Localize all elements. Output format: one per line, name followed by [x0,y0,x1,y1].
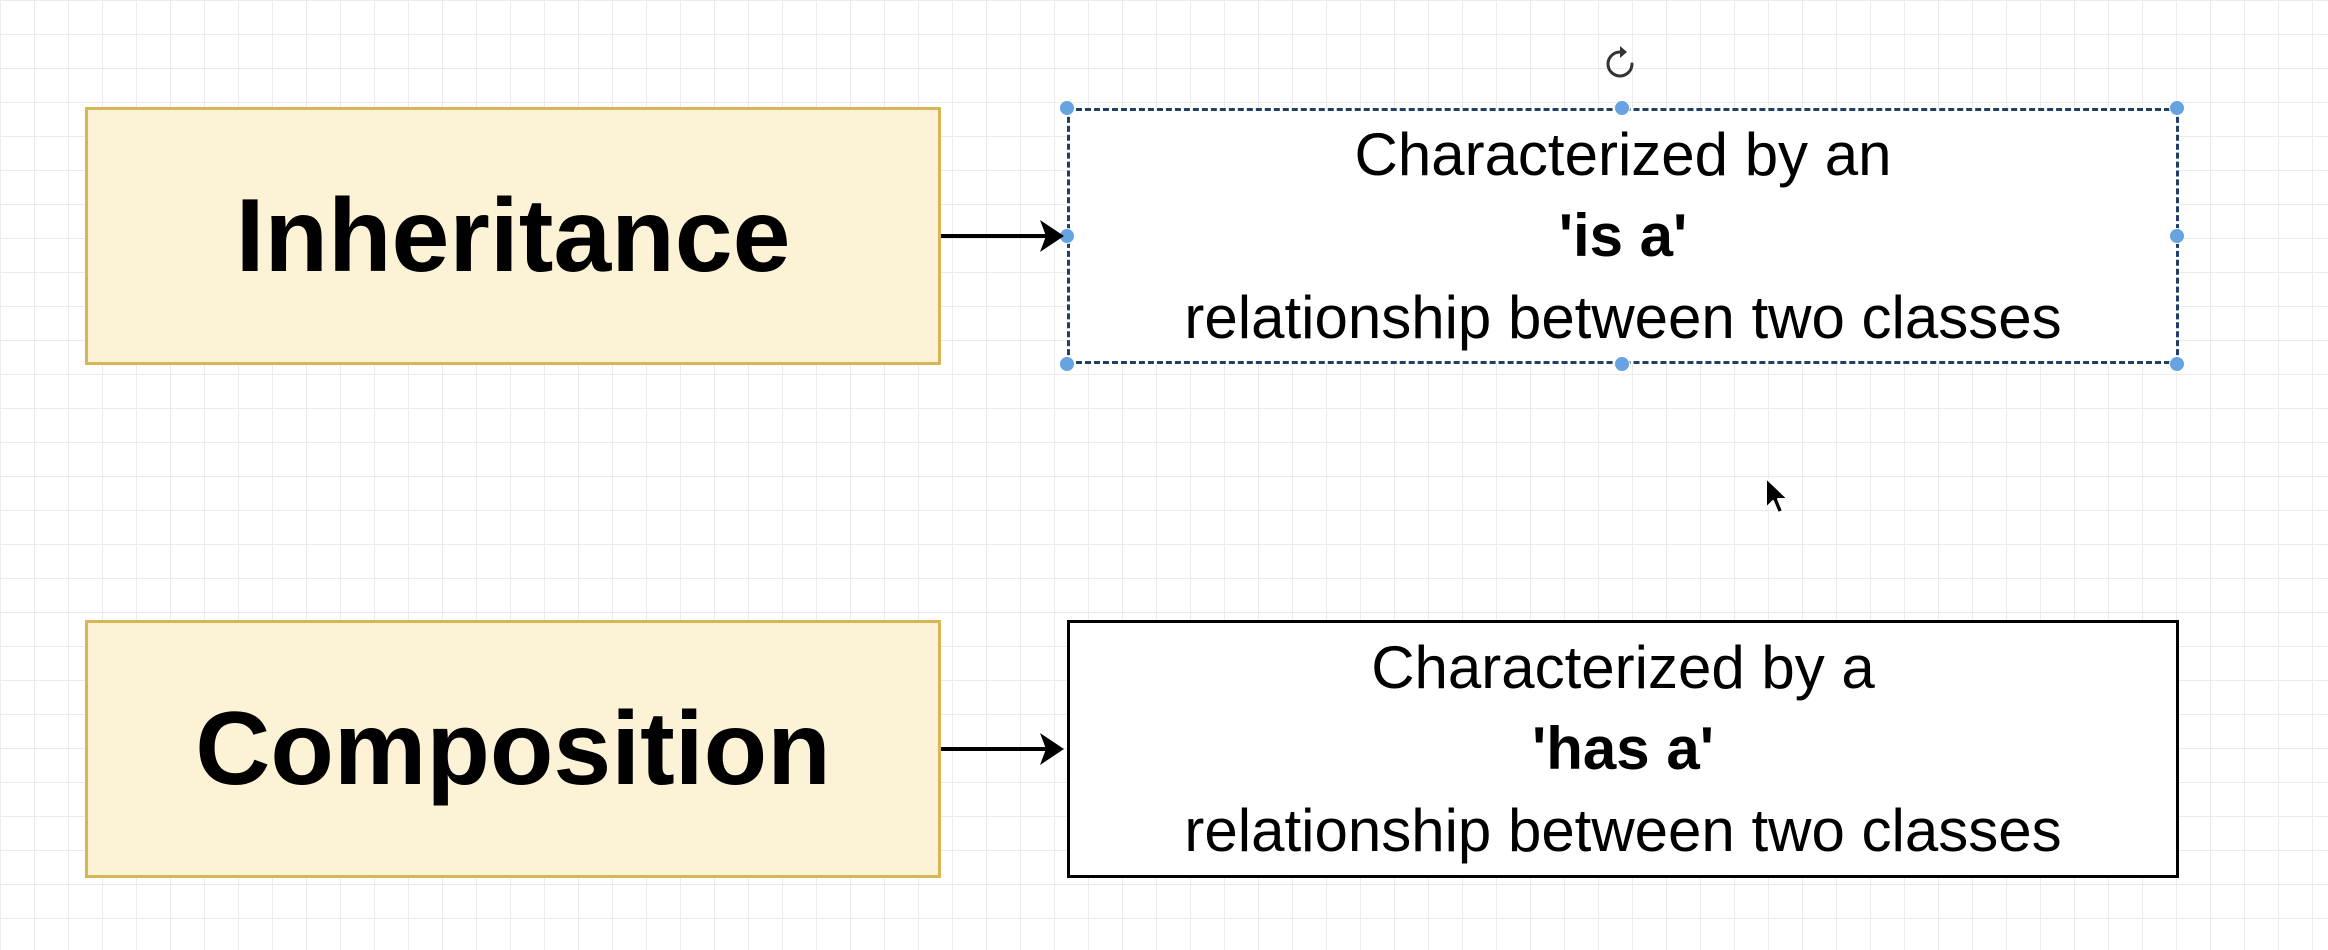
composition-description-line-3: relationship between two classes [1184,796,2062,864]
inheritance-description-line-3: relationship between two classes [1184,283,2062,351]
rotate-icon[interactable] [1602,46,1638,82]
inheritance-arrow[interactable] [941,220,1064,252]
composition-box[interactable]: Composition [85,620,941,878]
resize-handle-top-left[interactable] [1059,100,1075,116]
resize-handle-top-center[interactable] [1614,100,1630,116]
composition-arrow[interactable] [941,733,1064,765]
resize-handle-middle-right[interactable] [2169,228,2185,244]
composition-label: Composition [195,691,831,807]
mouse-cursor-icon [1765,477,1789,514]
resize-handle-bottom-center[interactable] [1614,356,1630,372]
inheritance-description-line-1: Characterized by an [1354,120,1892,188]
composition-description-box[interactable]: Characterized by a 'has a' relationship … [1067,620,2179,878]
resize-handle-bottom-left[interactable] [1059,356,1075,372]
inheritance-description-keyword: 'is a' [1558,202,1688,270]
inheritance-label: Inheritance [235,178,791,294]
resize-handle-top-right[interactable] [2169,100,2185,116]
composition-description-keyword: 'has a' [1532,715,1714,783]
inheritance-box[interactable]: Inheritance [85,107,941,365]
resize-handle-bottom-right[interactable] [2169,356,2185,372]
composition-description-line-1: Characterized by a [1371,633,1875,701]
